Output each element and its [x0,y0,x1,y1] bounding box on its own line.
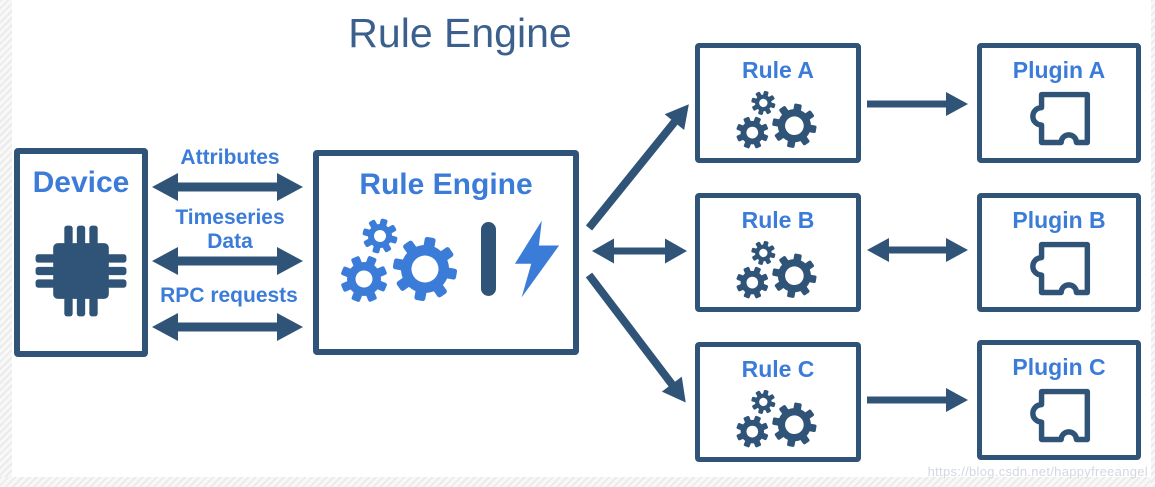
edge-pattern-right [1151,0,1155,487]
puzzle-icon [1024,238,1094,299]
rule-engine-box: Rule Engine [313,150,579,355]
arrow-rpc [152,313,303,341]
puzzle-icon [1024,385,1094,446]
arrow-engine-rule-b [592,238,687,264]
rule-engine-label: Rule Engine [359,168,533,201]
gears-icon [721,384,825,453]
rule-b-label: Rule B [741,207,815,233]
chip-icon [30,220,132,322]
plugin-b-box: Plugin B [977,193,1141,312]
plugin-b-label: Plugin B [1012,207,1106,233]
plugin-c-box: Plugin C [977,340,1141,460]
gears-icon [721,235,825,304]
arrow-engine-to-rule-a [585,104,689,231]
arrow-rule-a-to-plugin-a [867,92,968,116]
plugin-a-box: Plugin A [977,43,1141,163]
watermark-url: https://blog.csdn.net/happyfreeangel [927,464,1148,479]
rpc-requests-label: RPC requests [160,284,298,307]
arrow-attributes [152,173,303,201]
pipe-icon [481,222,496,296]
edge-pattern-bottom [0,477,1155,487]
rule-c-box: Rule C [695,342,861,462]
plugin-c-label: Plugin C [1012,354,1106,380]
rule-c-label: Rule C [741,356,815,382]
attributes-label: Attributes [180,146,280,169]
plugin-a-label: Plugin A [1012,57,1106,83]
rule-b-box: Rule B [695,193,861,312]
arrow-engine-to-rule-c [585,272,686,403]
timeseries-label: Timeseries Data [175,206,285,254]
lightning-icon [513,220,561,298]
device-label: Device [32,166,130,199]
gears-icon [721,85,825,154]
arrow-rule-c-to-plugin-c [867,388,968,412]
edge-pattern-left [0,0,12,487]
rule-a-box: Rule A [695,43,861,163]
device-box: Device [14,148,148,357]
rule-a-label: Rule A [742,57,814,83]
diagram-title: Rule Engine [348,10,572,56]
arrow-timeseries [152,247,303,275]
puzzle-icon [1024,88,1094,149]
arrow-rule-b-plugin-b [867,238,968,262]
gears-icon [319,210,469,310]
